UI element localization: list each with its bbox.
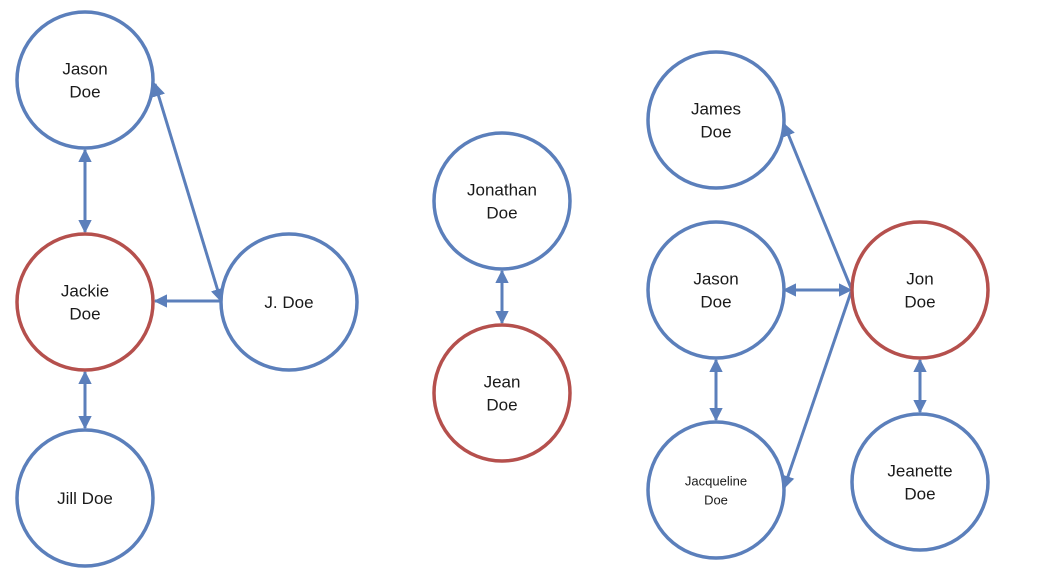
node-jason-doe-left-label-line: Doe bbox=[69, 83, 100, 102]
edge-jason-doe-left-to-j-doe-arrow bbox=[152, 82, 224, 303]
node-jeanette-doe-label-line: Jeanette bbox=[887, 462, 952, 481]
node-j-doe-circle bbox=[219, 232, 359, 372]
node-jacqueline-doe-label-line: Jacqueline bbox=[685, 474, 747, 489]
edge-jon-doe-to-jacqueline-doe-arrow bbox=[781, 291, 853, 490]
node-jason-doe-right-label-line: Jason bbox=[693, 270, 738, 289]
node-jill-doe: Jill Doe bbox=[15, 428, 155, 568]
node-jeanette-doe-label-line: Doe bbox=[904, 485, 935, 504]
node-j-doe: J. Doe bbox=[219, 232, 359, 372]
node-jill-doe-circle bbox=[15, 428, 155, 568]
node-jason-doe-right-circle bbox=[646, 220, 786, 360]
node-jacqueline-doe-label-line: Doe bbox=[704, 493, 728, 508]
node-jean-doe-label-line: Doe bbox=[486, 396, 517, 415]
node-jeanette-doe-circle bbox=[850, 412, 990, 552]
graph-right-edges bbox=[709, 122, 927, 490]
node-jason-doe-left-circle bbox=[15, 10, 155, 150]
node-jean-doe-circle bbox=[432, 323, 572, 463]
edges-layer bbox=[78, 82, 927, 490]
graph-right-nodes: JamesDoeJasonDoeJonDoeJacquelineDoeJeane… bbox=[646, 50, 990, 560]
node-james-doe-label-line: Doe bbox=[700, 123, 731, 142]
node-jill-doe-label-line: Jill Doe bbox=[57, 489, 113, 508]
node-jason-doe-right-label-line: Doe bbox=[700, 293, 731, 312]
edge-jon-doe-to-james-doe-arrow bbox=[782, 122, 853, 289]
node-j-doe-label-line: J. Doe bbox=[264, 293, 313, 312]
node-jackie-doe-circle bbox=[15, 232, 155, 372]
node-jason-doe-left-label-line: Jason bbox=[62, 60, 107, 79]
graph-left-edges bbox=[78, 82, 224, 430]
node-james-doe-circle bbox=[646, 50, 786, 190]
node-jonathan-doe-circle bbox=[432, 131, 572, 271]
node-jacqueline-doe-circle bbox=[646, 420, 786, 560]
node-jonathan-doe-label-line: Jonathan bbox=[467, 181, 537, 200]
node-jon-doe-label-line: Doe bbox=[904, 293, 935, 312]
node-jon-doe-circle bbox=[850, 220, 990, 360]
node-jonathan-doe-label-line: Doe bbox=[486, 204, 517, 223]
node-jackie-doe-label-line: Doe bbox=[69, 305, 100, 324]
node-jon-doe-label-line: Jon bbox=[906, 270, 933, 289]
node-jackie-doe-label-line: Jackie bbox=[61, 282, 109, 301]
node-jean-doe-label-line: Jean bbox=[484, 373, 521, 392]
node-james-doe-label-line: James bbox=[691, 100, 741, 119]
